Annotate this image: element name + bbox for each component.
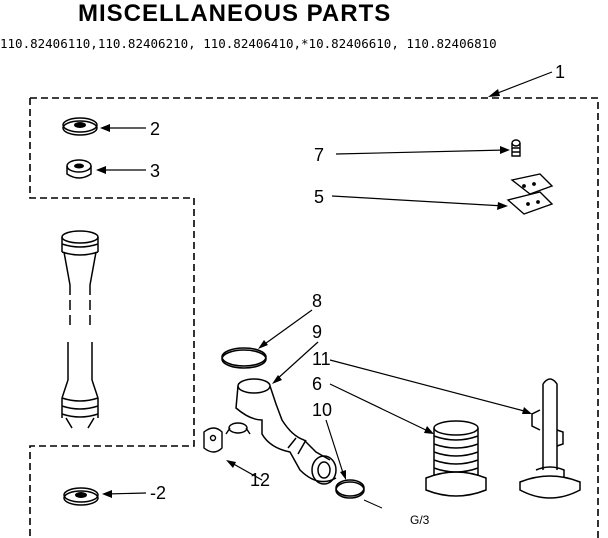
nut-part-3 xyxy=(66,159,92,179)
clamp-part-8 xyxy=(221,347,267,369)
leveling-leg-part-6 xyxy=(425,420,487,497)
callout-10: 10 xyxy=(312,400,332,420)
callout-1: 1 xyxy=(555,62,565,82)
callout-6: 6 xyxy=(312,374,322,394)
drawing-code: G/3 xyxy=(410,513,430,527)
diagram-title: MISCELLANEOUS PARTS xyxy=(78,0,392,27)
model-numbers: 110.82406110,110.82406210, 110.82406410,… xyxy=(0,36,497,51)
assembly-boundary xyxy=(29,97,599,538)
clip-bracket-part-5 xyxy=(506,173,554,215)
washer-part-2-top xyxy=(62,117,98,136)
washer-part-2-bottom xyxy=(63,487,99,506)
key-clip-part-12 xyxy=(203,427,223,453)
callout-12: 12 xyxy=(250,470,270,490)
callout-9: 9 xyxy=(312,322,322,342)
callout-8: 8 xyxy=(312,291,322,311)
callout-5: 5 xyxy=(314,187,324,207)
callout-3: 3 xyxy=(150,161,160,181)
callout-11: 11 xyxy=(312,349,331,369)
ring-part-10 xyxy=(335,479,365,499)
screw-part-7 xyxy=(511,139,521,157)
callout-2-bottom: -2 xyxy=(150,483,166,503)
drain-hose xyxy=(61,230,99,429)
drain-elbow-part-9 xyxy=(235,378,337,485)
callout-2-top: 2 xyxy=(150,119,160,139)
callout-7: 7 xyxy=(314,145,324,165)
elbow-clamp xyxy=(225,422,251,435)
foot-stud-part-11 xyxy=(519,378,581,499)
